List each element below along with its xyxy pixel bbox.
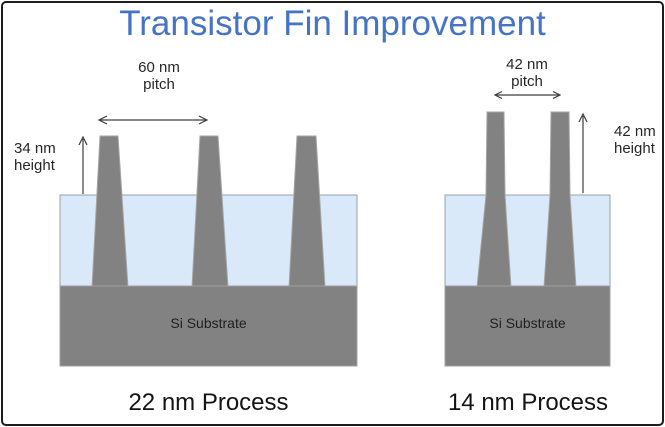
height-label-right: 42 nm height — [614, 123, 656, 157]
process-label-left: 22 nm Process — [128, 389, 289, 416]
substrate-right — [444, 285, 611, 367]
right-diagram-shapes — [444, 90, 611, 367]
height-arrow-right — [578, 112, 588, 193]
fin — [191, 135, 229, 288]
oxide-layer-right — [444, 194, 611, 287]
process-label-right: 14 nm Process — [447, 389, 609, 416]
substrate-label-right: Si Substrate — [489, 315, 566, 331]
substrate-label-left: Si Substrate — [170, 315, 247, 331]
fin — [91, 135, 129, 288]
fin — [288, 135, 326, 288]
fin-diagram-canvas — [59, 90, 611, 367]
substrate-left — [59, 285, 358, 367]
pitch-label-right: 42 nm pitch — [506, 56, 548, 90]
page-title: Transistor Fin Improvement — [119, 4, 546, 43]
pitch-label-left: 60 nm pitch — [138, 59, 180, 93]
pitch-arrow-left — [97, 115, 209, 125]
pitch-arrow-right — [493, 90, 562, 100]
left-diagram-shapes — [59, 115, 358, 367]
height-arrow-left — [78, 135, 88, 194]
height-label-left: 34 nm height — [14, 140, 56, 174]
